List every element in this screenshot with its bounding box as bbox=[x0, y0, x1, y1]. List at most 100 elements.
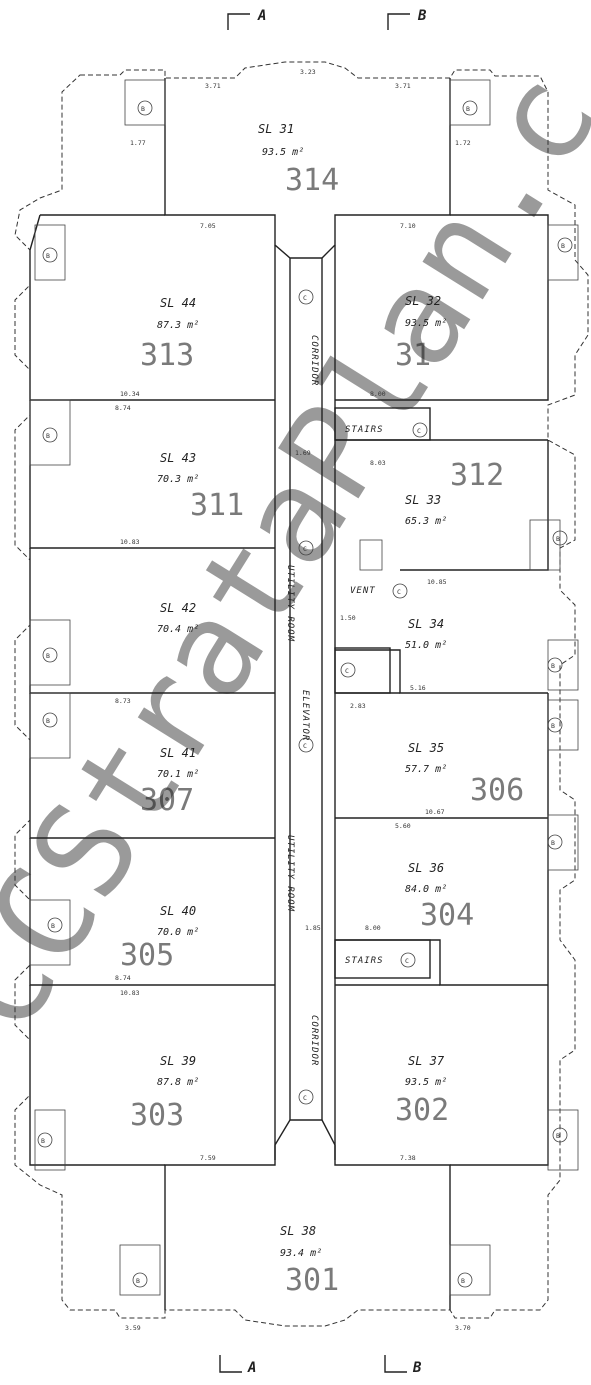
svg-text:7.05: 7.05 bbox=[200, 222, 216, 230]
svg-text:B: B bbox=[551, 839, 555, 847]
svg-text:B: B bbox=[51, 922, 55, 930]
handwritten-unit-number: 306 bbox=[470, 773, 524, 808]
svg-text:B: B bbox=[46, 717, 50, 725]
lot-name: SL 32 bbox=[405, 294, 441, 308]
lot-name: SL 38 bbox=[280, 1224, 316, 1238]
handwritten-unit-number: 304 bbox=[420, 898, 474, 933]
svg-text:B: B bbox=[46, 432, 50, 440]
lot-area: 70.4 m² bbox=[157, 624, 199, 635]
svg-text:7.38: 7.38 bbox=[400, 1154, 416, 1162]
lot-sl44: SL 44 87.3 m² 313 bbox=[140, 296, 199, 373]
lot-area: 57.7 m² bbox=[405, 764, 447, 775]
svg-text:1.77: 1.77 bbox=[130, 139, 146, 147]
lot-area: 70.3 m² bbox=[157, 474, 199, 485]
svg-text:3.70: 3.70 bbox=[455, 1324, 471, 1332]
svg-text:10.67: 10.67 bbox=[425, 808, 445, 816]
svg-text:B: B bbox=[41, 1137, 45, 1145]
svg-text:C: C bbox=[303, 545, 307, 553]
svg-text:C: C bbox=[417, 427, 421, 435]
elevator-label: ELEVATOR bbox=[300, 690, 310, 741]
svg-text:3.59: 3.59 bbox=[125, 1324, 141, 1332]
stairs-north-box bbox=[334, 407, 431, 441]
section-marker-b-bottom: B bbox=[384, 1355, 422, 1376]
lot-sl34: SL 34 51.0 m² bbox=[405, 617, 447, 651]
vent-label: VENT bbox=[350, 586, 376, 596]
lot-area: 70.0 m² bbox=[157, 927, 199, 938]
building-outline bbox=[14, 61, 589, 1327]
svg-text:B: B bbox=[551, 722, 555, 730]
balcony-b-markers: B B B B B B B B B B B B B B B B bbox=[37, 100, 573, 1288]
svg-text:B: B bbox=[461, 1277, 465, 1285]
svg-text:10.83: 10.83 bbox=[120, 538, 140, 546]
svg-text:2.83: 2.83 bbox=[350, 702, 366, 710]
handwritten-unit-number: 31 bbox=[395, 338, 431, 373]
lot-sl33: SL 33 65.3 m² 312 bbox=[405, 458, 504, 527]
lot-sl42: SL 42 70.4 m² bbox=[157, 601, 199, 635]
lot-name: SL 41 bbox=[160, 746, 196, 760]
svg-text:B: B bbox=[141, 105, 145, 113]
svg-text:3.71: 3.71 bbox=[205, 82, 221, 90]
handwritten-unit-number: 307 bbox=[140, 783, 194, 818]
lot-name: SL 44 bbox=[160, 296, 196, 310]
lot-name: SL 35 bbox=[408, 741, 444, 755]
utility-room-label-north: UTILITY ROOM bbox=[285, 565, 295, 642]
svg-text:C: C bbox=[345, 667, 349, 675]
lot-name: SL 36 bbox=[408, 861, 444, 875]
lot-area: 51.0 m² bbox=[405, 640, 447, 651]
lot-area: 70.1 m² bbox=[157, 769, 199, 780]
lot-area: 93.5 m² bbox=[405, 318, 447, 329]
stairs-label-south: STAIRS bbox=[345, 956, 384, 966]
lot-area: 87.3 m² bbox=[157, 320, 199, 331]
svg-text:B: B bbox=[46, 252, 50, 260]
corridor-label-north: CORRIDOR bbox=[309, 335, 319, 386]
svg-text:C: C bbox=[303, 1094, 307, 1102]
section-label-a-top: A bbox=[257, 8, 266, 24]
lot-sl32: SL 32 93.5 m² 31 bbox=[395, 294, 447, 373]
section-marker-a-top: A bbox=[227, 8, 266, 30]
utility-room-label-south: UTILITY ROOM bbox=[285, 835, 295, 912]
svg-text:5.16: 5.16 bbox=[410, 684, 426, 692]
svg-text:5.60: 5.60 bbox=[395, 822, 411, 830]
handwritten-unit-number: 301 bbox=[285, 1263, 339, 1298]
svg-text:8.03: 8.03 bbox=[370, 459, 386, 467]
svg-text:1.72: 1.72 bbox=[455, 139, 471, 147]
svg-text:10.83: 10.83 bbox=[120, 989, 140, 997]
lot-name: SL 34 bbox=[408, 617, 444, 631]
dimension-labels: 3.71 3.23 3.71 1.77 1.72 7.05 7.10 10.34… bbox=[115, 68, 471, 1332]
svg-text:10.34: 10.34 bbox=[120, 390, 140, 398]
section-label-b-bottom: B bbox=[412, 1360, 422, 1376]
lot-sl36: SL 36 84.0 m² 304 bbox=[405, 861, 474, 933]
svg-text:C: C bbox=[397, 588, 401, 596]
svg-text:7.59: 7.59 bbox=[200, 1154, 216, 1162]
section-label-a-bottom: A bbox=[247, 1360, 256, 1376]
lot-area: 93.5 m² bbox=[262, 147, 304, 158]
lot-area: 84.0 m² bbox=[405, 884, 447, 895]
balcony-boxes bbox=[29, 79, 579, 1296]
svg-text:B: B bbox=[561, 242, 565, 250]
lot-name: SL 43 bbox=[160, 451, 196, 465]
svg-text:C: C bbox=[303, 742, 307, 750]
svg-text:B: B bbox=[551, 662, 555, 670]
handwritten-unit-number: 314 bbox=[285, 163, 339, 198]
lot-sl40: SL 40 70.0 m² 305 bbox=[120, 904, 199, 973]
svg-text:3.71: 3.71 bbox=[395, 82, 411, 90]
vent-box bbox=[359, 539, 383, 571]
svg-text:8.00: 8.00 bbox=[370, 390, 386, 398]
common-property-markers: C C C C C C C C bbox=[298, 289, 428, 1105]
lot-name: SL 40 bbox=[160, 904, 196, 918]
svg-text:C: C bbox=[405, 957, 409, 965]
svg-text:1.85: 1.85 bbox=[305, 924, 321, 932]
lot-sl39: SL 39 87.8 m² 303 bbox=[130, 1054, 199, 1133]
svg-text:3.23: 3.23 bbox=[300, 68, 316, 76]
handwritten-unit-number: 311 bbox=[190, 488, 244, 523]
lot-area: 65.3 m² bbox=[405, 516, 447, 527]
lot-area: 93.4 m² bbox=[280, 1248, 322, 1259]
stairs-label-north: STAIRS bbox=[345, 425, 384, 435]
section-label-b-top: B bbox=[417, 8, 427, 24]
lot-sl35: SL 35 57.7 m² 306 bbox=[405, 741, 524, 808]
handwritten-unit-number: 313 bbox=[140, 338, 194, 373]
svg-text:1.69: 1.69 bbox=[295, 449, 311, 457]
handwritten-unit-number: 305 bbox=[120, 938, 174, 973]
svg-text:8.00: 8.00 bbox=[365, 924, 381, 932]
